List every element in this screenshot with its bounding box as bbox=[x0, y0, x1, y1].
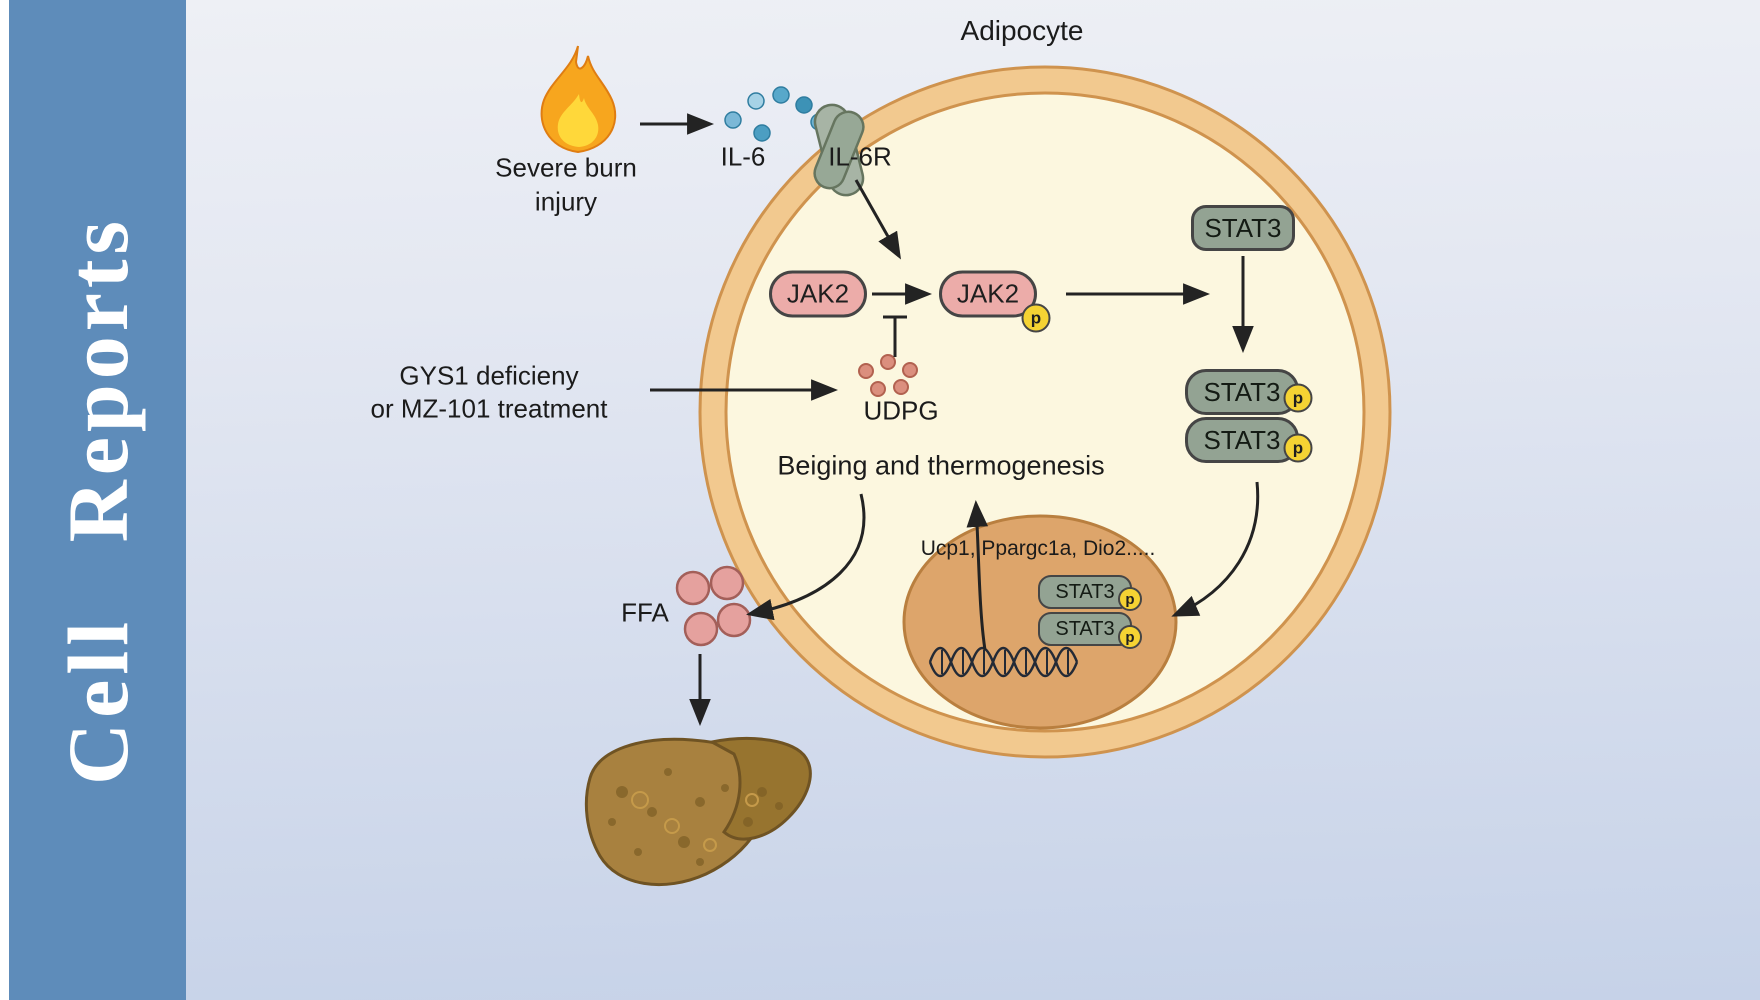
phospho-badge-dimer-bottom: p bbox=[1283, 433, 1313, 463]
flame-icon bbox=[540, 45, 617, 154]
ffa-label: FFA bbox=[621, 597, 669, 628]
stat3-node: STAT3 bbox=[1191, 205, 1295, 251]
nucleus-stat3-top: STAT3 bbox=[1038, 575, 1132, 609]
jak2-phospho-node: JAK2 bbox=[939, 270, 1037, 318]
il6-label: IL-6 bbox=[720, 141, 766, 172]
gys1-label-line2: or MZ-101 treatment bbox=[370, 393, 608, 424]
il6r-receptor-icon bbox=[813, 103, 865, 197]
severe-burn-label-line2: injury bbox=[534, 186, 598, 217]
inhibition-tbar bbox=[883, 315, 907, 357]
stat3-dimer-bottom: STAT3 bbox=[1185, 417, 1299, 463]
stat3-dimer-top: STAT3 bbox=[1185, 369, 1299, 415]
arrow-genes-to-beiging bbox=[966, 499, 989, 651]
phospho-badge-jak2: p bbox=[1021, 303, 1051, 333]
nucleus-genes-label: Ucp1, Ppargc1a, Dio2..... bbox=[920, 537, 1156, 560]
ffa-dots bbox=[675, 565, 752, 647]
udpg-label: UDPG bbox=[863, 395, 939, 426]
adipocyte-title: Adipocyte bbox=[960, 15, 1084, 46]
il6r-label: IL-6R bbox=[828, 141, 892, 172]
journal-sidebar: Cell Reports bbox=[0, 0, 186, 1000]
phospho-badge-nucleus-top: p bbox=[1118, 587, 1142, 611]
arrow-il6r-to-jak2 bbox=[854, 179, 901, 260]
journal-name: Cell Reports bbox=[49, 215, 146, 785]
phospho-badge-dimer-top: p bbox=[1283, 383, 1313, 413]
nucleus-stat3-bottom: STAT3 bbox=[1038, 612, 1132, 646]
pathway-arrows bbox=[640, 113, 1260, 727]
gys1-label-line1: GYS1 deficieny bbox=[399, 360, 579, 391]
liver-icon bbox=[584, 737, 812, 886]
arrow-dimer-to-nucleus bbox=[1171, 481, 1260, 617]
phospho-badge-nucleus-bottom: p bbox=[1118, 625, 1142, 649]
arrow-beiging-to-ffa bbox=[746, 493, 866, 621]
beiging-label: Beiging and thermogenesis bbox=[777, 450, 1105, 481]
udpg-dots bbox=[858, 354, 918, 397]
severe-burn-label-line1: Severe burn bbox=[495, 152, 637, 183]
jak2-node: JAK2 bbox=[769, 270, 867, 318]
dna-helix-icon bbox=[928, 646, 1079, 678]
